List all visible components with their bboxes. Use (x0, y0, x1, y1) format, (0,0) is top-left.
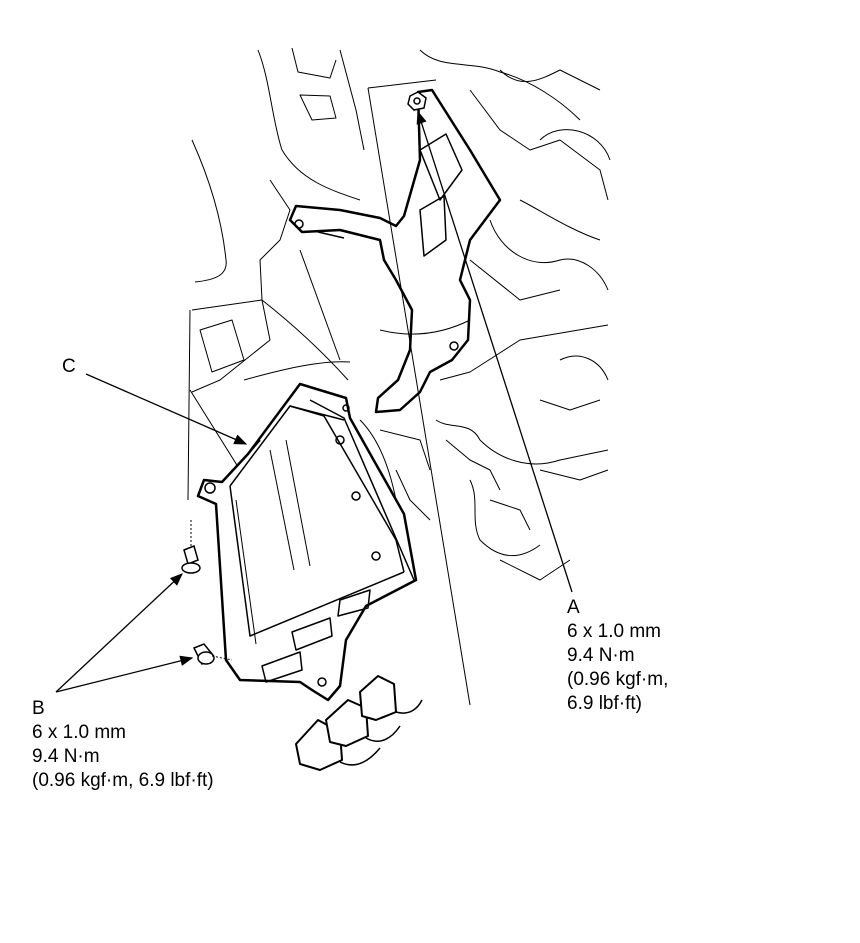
control-unit (196, 382, 418, 702)
mounting-bracket (288, 88, 502, 414)
callout-a-torque-alt2: 6.9 lbf·ft) (567, 693, 642, 714)
leader-line-b-upper (55, 573, 183, 693)
leader-line-a (416, 110, 573, 593)
callout-a-letter: A (567, 597, 580, 618)
callout-b-torque-alt: (0.96 kgf·m, 6.9 lbf·ft) (32, 770, 214, 791)
leader-line-c (85, 373, 248, 445)
bolt-b-lower (192, 643, 233, 666)
wire-connectors (295, 675, 423, 771)
callout-b-size: 6 x 1.0 mm (32, 722, 126, 743)
nut-a (407, 91, 427, 111)
callout-b-torque: 9.4 N·m (32, 746, 100, 767)
leader-line-b-lower (55, 655, 194, 693)
callout-b-letter: B (32, 698, 45, 719)
callout-a-size: 6 x 1.0 mm (567, 621, 661, 642)
callout-c-letter: C (62, 356, 76, 377)
callout-a-torque: 9.4 N·m (567, 645, 635, 666)
vehicle-body-background (187, 47, 611, 706)
callout-c: C (62, 355, 76, 379)
callout-a-torque-alt: (0.96 kgf·m, (567, 669, 669, 690)
bolt-b-upper (181, 520, 201, 574)
callout-b: B 6 x 1.0 mm 9.4 N·m (0.96 kgf·m, 6.9 lb… (32, 697, 214, 793)
callout-a: A 6 x 1.0 mm 9.4 N·m (0.96 kgf·m, 6.9 lb… (567, 596, 668, 716)
leader-lines (55, 110, 573, 693)
